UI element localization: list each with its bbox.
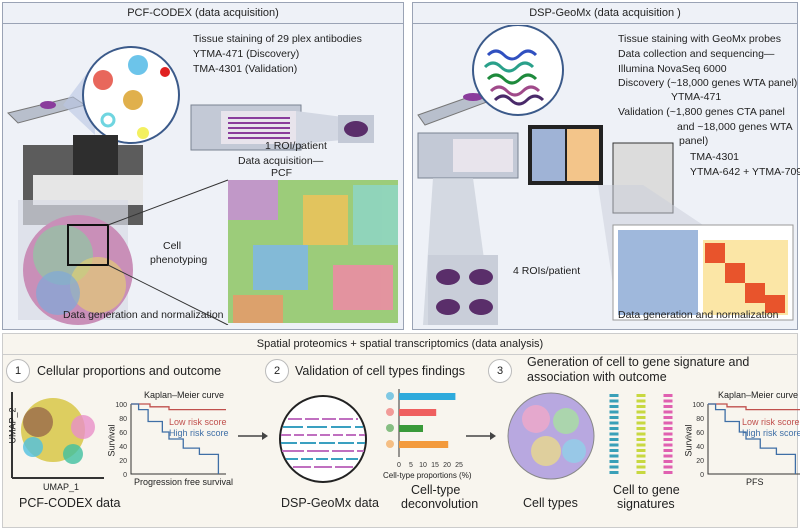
- km-line-low-risk-score: [131, 403, 226, 411]
- step-number: 3: [488, 359, 512, 383]
- km-xlabel: PFS: [746, 477, 764, 487]
- cell-type-dot: [386, 440, 394, 448]
- km-line-low-risk-score: [708, 403, 800, 411]
- km-tick-label: 40: [696, 444, 704, 451]
- km-axes: [707, 404, 800, 475]
- phenotyping-label: Cell: [163, 240, 182, 252]
- bar-green: [399, 425, 423, 432]
- km-tick-label: 60: [696, 430, 704, 437]
- step-label: Generation of cell to gene signature and: [527, 355, 750, 369]
- info-line: panel): [679, 135, 709, 147]
- bar-tick-label: 15: [431, 462, 439, 469]
- bar-tick-label: 0: [397, 462, 401, 469]
- cell-type-dot: [386, 408, 394, 416]
- info-line: Discovery (~18,000 genes WTA panel): [618, 77, 798, 89]
- bar-blue: [399, 393, 456, 400]
- signature-caption: signatures: [617, 497, 675, 511]
- info-line: and ~18,000 genes WTA: [677, 121, 793, 133]
- info-line: Validation (~1,800 genes CTA panel: [618, 106, 785, 118]
- info-line: Illumina NovaSeq 6000: [618, 63, 727, 75]
- km-tick-label: 100: [692, 402, 704, 409]
- gene-signatures: [609, 394, 673, 474]
- umap-x-label: UMAP_1: [43, 482, 80, 492]
- acq-label: PCF: [271, 167, 292, 179]
- legend-high: High risk score: [742, 428, 800, 438]
- phenotyping-label: phenotyping: [150, 254, 208, 266]
- bar-caption: Cell-type: [411, 483, 461, 497]
- bar-orange: [399, 441, 449, 448]
- step-label: association with outcome: [527, 370, 667, 384]
- step-number: 1: [6, 359, 30, 383]
- km-chart-1: 0 20 40 60 80 100: [115, 402, 226, 479]
- acq-label: Data acquisition—: [238, 155, 324, 167]
- km-axes: [130, 404, 226, 475]
- info-line: YTMA-642 + YTMA-709: [690, 166, 800, 178]
- staining-line: YTMA-471 (Discovery): [193, 48, 300, 60]
- cell-type-dot: [386, 424, 394, 432]
- panel-title: Spatial proteomics + spatial transcripto…: [3, 334, 797, 355]
- probe-magnifier-icon: [472, 25, 564, 116]
- staining-line: Tissue staining of 29 plex antibodies: [193, 33, 362, 45]
- roi-label: 4 ROIs/patient: [513, 265, 581, 277]
- km-title: Kaplan–Meier curve: [144, 390, 225, 400]
- cell-types-caption: Cell types: [523, 496, 578, 510]
- roi-label: 1 ROI/patient: [265, 140, 327, 152]
- km-title: Kaplan–Meier curve: [718, 390, 799, 400]
- step-label: Validation of cell types findings: [295, 364, 466, 378]
- km-tick-label: 20: [696, 458, 704, 465]
- umap-caption: PCF-CODEX data: [19, 496, 121, 510]
- bar-red: [399, 409, 437, 416]
- codex-illustration: [7, 46, 398, 325]
- dsp-circle: [279, 395, 367, 483]
- bar-caption: deconvolution: [401, 497, 479, 511]
- km-tick-label: 80: [696, 416, 704, 423]
- umap-plot: [11, 392, 104, 479]
- cell-type-bar-chart: 0 5 10 15 20 25: [386, 389, 463, 469]
- km-ylabel: Survival: [683, 424, 694, 457]
- km-tick-label: 80: [119, 416, 127, 423]
- km-tick-label: 40: [119, 444, 127, 451]
- legend-low: Low risk score: [742, 417, 800, 427]
- arrow-icon: [466, 432, 496, 440]
- bar-tick-label: 5: [409, 462, 413, 469]
- info-line: YTMA-471: [671, 91, 722, 103]
- bar-tick-label: 20: [443, 462, 451, 469]
- info-line: Tissue staining with GeoMx probes: [618, 33, 782, 45]
- pcf-codex-panel: PCF-CODEX (data acquisition) Tissue stai…: [2, 2, 404, 330]
- arrow-icon: [238, 432, 268, 440]
- dsp-caption: DSP-GeoMx data: [281, 496, 379, 510]
- km-tick-label: 0: [700, 472, 704, 479]
- km-chart-2: 0 20 40 60 80 100: [692, 402, 800, 479]
- step-number: 2: [265, 359, 289, 383]
- info-line: Data collection and sequencing—: [618, 48, 775, 60]
- footer-label: Data generation and normalization: [63, 309, 224, 321]
- signature-caption: Cell to gene: [613, 483, 680, 497]
- staining-line: TMA-4301 (Validation): [193, 63, 298, 75]
- geomx-illustration: [417, 25, 794, 325]
- cell-type-dot: [386, 392, 394, 400]
- bar-tick-label: 25: [455, 462, 463, 469]
- panel-title: DSP-GeoMx (data acquisition ): [413, 3, 797, 24]
- bar-tick-label: 10: [419, 462, 427, 469]
- umap-y-label: UMAP_2: [7, 407, 18, 444]
- km-line-high-risk-score: [131, 403, 220, 474]
- dsp-geomx-panel: DSP-GeoMx (data acquisition ) Tissue sta…: [412, 2, 800, 330]
- km-tick-label: 20: [119, 458, 127, 465]
- bar-xlabel: Cell-type proportions (%): [383, 471, 472, 480]
- km-line-high-risk-score: [708, 403, 797, 474]
- km-tick-label: 100: [115, 402, 127, 409]
- km-ylabel: Survival: [106, 424, 117, 457]
- legend-high: High risk score: [169, 428, 229, 438]
- km-tick-label: 0: [123, 472, 127, 479]
- km-xlabel: Progression free survival: [134, 477, 234, 487]
- legend-low: Low risk score: [169, 417, 227, 427]
- cell-types-sphere: [507, 392, 595, 480]
- analysis-panel: Spatial proteomics + spatial transcripto…: [2, 333, 800, 528]
- km-tick-label: 60: [119, 430, 127, 437]
- step-label: Cellular proportions and outcome: [37, 364, 222, 378]
- info-line: TMA-4301: [690, 151, 740, 163]
- panel-title: PCF-CODEX (data acquisition): [3, 3, 403, 24]
- footer-label: Data generation and normalization: [618, 309, 779, 321]
